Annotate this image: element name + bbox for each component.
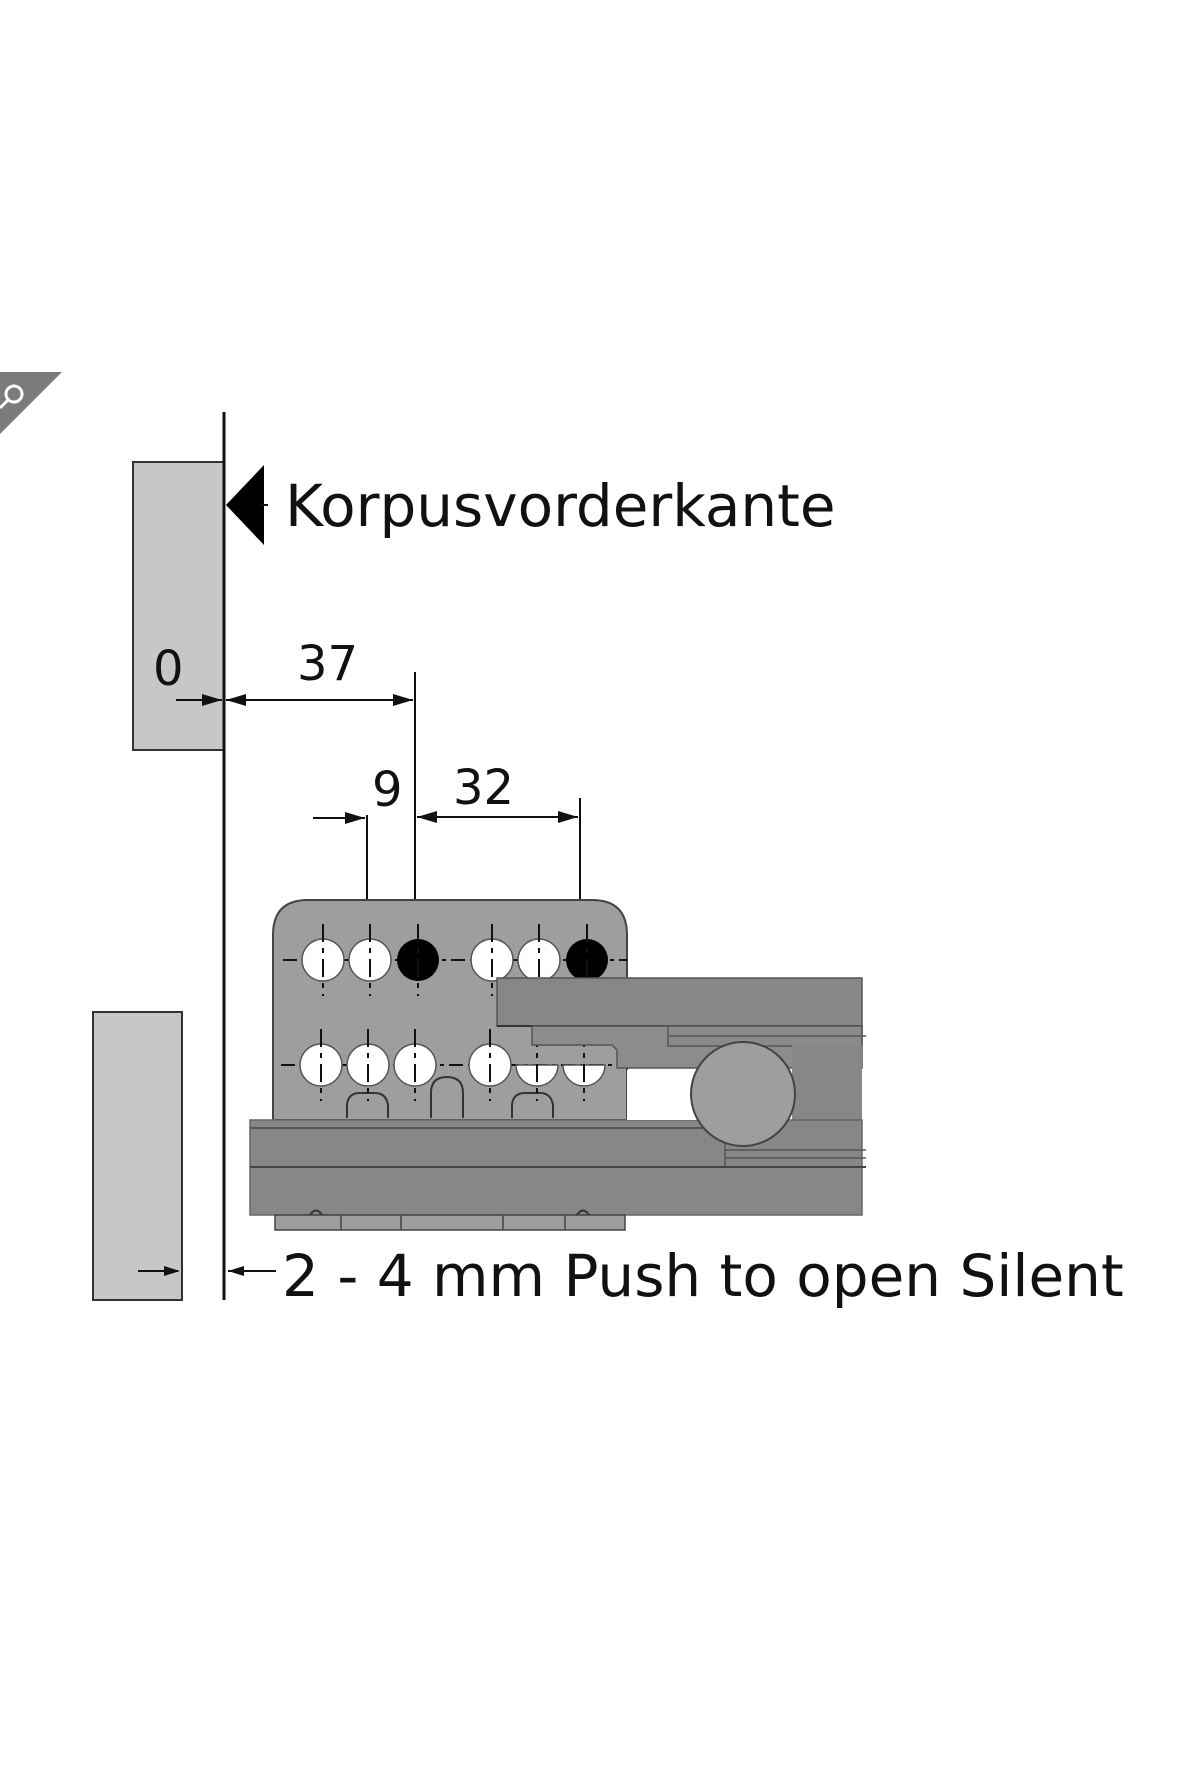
push-to-open-label: 2 - 4 mm Push to open Silent (282, 1242, 1124, 1310)
dim-9-label: 9 (372, 762, 403, 818)
dim-32-arrow-left (417, 811, 437, 823)
dim-37-label: 37 (297, 636, 358, 692)
clip-screw-2 (576, 1209, 590, 1216)
upper-cabinet-panel (132, 461, 225, 751)
front-edge-marker-icon (226, 465, 264, 545)
dim-32-label: 32 (453, 760, 514, 816)
magnifier-icon (0, 384, 24, 410)
front-edge-label: Korpusvorderkante (285, 472, 836, 540)
lower-drawer-panel (92, 1011, 183, 1301)
dim-37-arrow-left (226, 694, 246, 706)
clip-screw-1 (309, 1209, 323, 1216)
dim-0-arrow (202, 694, 222, 706)
upper-rail-arm (496, 977, 863, 1027)
zoom-badge[interactable] (0, 372, 62, 434)
bracket-slot-2 (430, 1075, 464, 1118)
offset-zero-label: 0 (153, 641, 184, 697)
rail-bottom-clip (274, 1214, 626, 1231)
gap-arrow-right (228, 1266, 244, 1276)
dim-32-arrow-right (558, 811, 578, 823)
dim-37-arrow-right (393, 694, 413, 706)
bracket-slot-3 (511, 1092, 554, 1118)
dim-9-arrow (345, 812, 365, 824)
rail-roller (690, 1041, 796, 1147)
gap-arrow-left (164, 1266, 180, 1276)
